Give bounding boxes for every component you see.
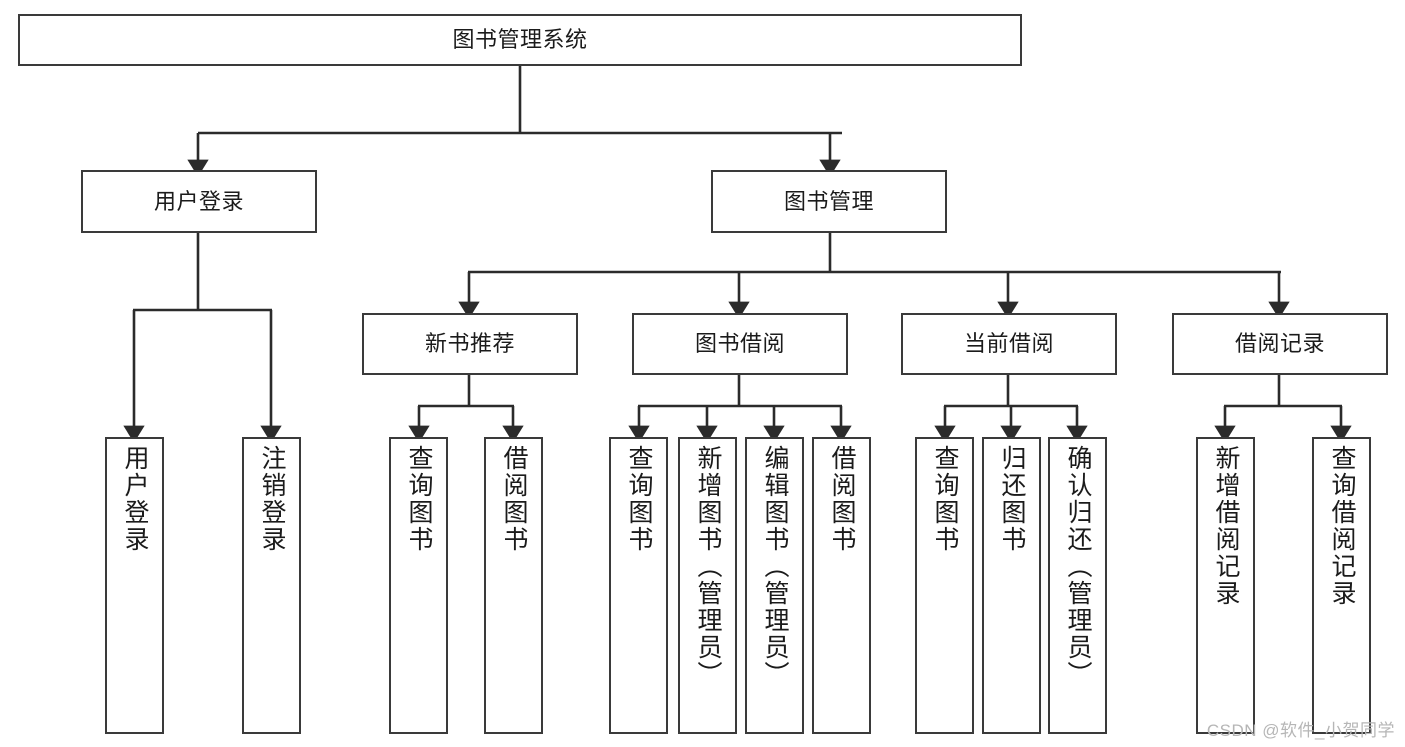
node-root-label: 图书管理系统 (452, 27, 588, 53)
node-new-book-recommend[interactable]: 新书推荐 (362, 313, 578, 375)
node-leaf-add-book[interactable]: 新增图书（管理员） (678, 437, 737, 734)
node-leaf-query-book-1-label: 查询图书 (405, 445, 433, 553)
node-borrow-record[interactable]: 借阅记录 (1172, 313, 1388, 375)
node-leaf-logout[interactable]: 注销登录 (242, 437, 301, 734)
node-leaf-return-book[interactable]: 归还图书 (982, 437, 1041, 734)
node-leaf-edit-book-label: 编辑图书（管理员） (761, 445, 789, 688)
node-leaf-add-record[interactable]: 新增借阅记录 (1196, 437, 1255, 734)
node-leaf-add-book-label: 新增图书（管理员） (694, 445, 722, 688)
node-leaf-query-book-3[interactable]: 查询图书 (915, 437, 974, 734)
node-leaf-query-book-2[interactable]: 查询图书 (609, 437, 668, 734)
csdn-watermark: CSDN @软件_小贺同学 (1206, 721, 1395, 740)
node-leaf-confirm-return[interactable]: 确认归还（管理员） (1048, 437, 1107, 734)
node-leaf-query-book-2-label: 查询图书 (625, 445, 653, 553)
node-new-book-recommend-label: 新书推荐 (424, 331, 515, 357)
node-leaf-borrow-book-1-label: 借阅图书 (500, 445, 528, 553)
node-leaf-borrow-book-1[interactable]: 借阅图书 (484, 437, 543, 734)
node-book-manage-label: 图书管理 (783, 188, 874, 214)
node-leaf-borrow-book-2[interactable]: 借阅图书 (812, 437, 871, 734)
node-leaf-query-book-3-label: 查询图书 (931, 445, 959, 553)
node-leaf-query-record[interactable]: 查询借阅记录 (1312, 437, 1371, 734)
node-leaf-logout-label: 注销登录 (258, 445, 286, 553)
node-leaf-add-record-label: 新增借阅记录 (1212, 445, 1240, 607)
node-leaf-edit-book[interactable]: 编辑图书（管理员） (745, 437, 804, 734)
node-current-borrow-label: 当前借阅 (963, 331, 1054, 357)
node-leaf-user-login-label: 用户登录 (121, 445, 149, 553)
node-leaf-borrow-book-2-label: 借阅图书 (828, 445, 856, 553)
node-leaf-return-book-label: 归还图书 (998, 445, 1026, 553)
node-user-login[interactable]: 用户登录 (81, 170, 317, 233)
node-book-borrow-label: 图书借阅 (694, 331, 785, 357)
node-leaf-query-record-label: 查询借阅记录 (1328, 445, 1356, 607)
node-book-manage[interactable]: 图书管理 (711, 170, 947, 233)
node-root[interactable]: 图书管理系统 (18, 14, 1022, 66)
node-current-borrow[interactable]: 当前借阅 (901, 313, 1117, 375)
node-leaf-confirm-return-label: 确认归还（管理员） (1064, 445, 1092, 688)
node-leaf-query-book-1[interactable]: 查询图书 (389, 437, 448, 734)
node-leaf-user-login[interactable]: 用户登录 (105, 437, 164, 734)
node-user-login-label: 用户登录 (153, 188, 244, 214)
node-book-borrow[interactable]: 图书借阅 (632, 313, 848, 375)
node-borrow-record-label: 借阅记录 (1234, 331, 1325, 357)
